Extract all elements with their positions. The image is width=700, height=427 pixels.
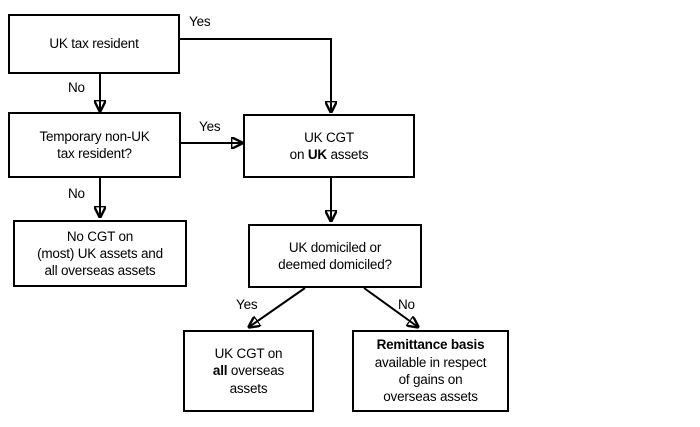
uk-cgt-on-uk-assets-box[interactable]: UK CGT on UK assets	[243, 114, 415, 178]
edge-label-no-lower: No	[68, 186, 85, 201]
edge-label-no-bottom: No	[398, 297, 415, 312]
temporary-non-uk-tax-resident-box[interactable]: Temporary non-UK tax resident?	[8, 112, 181, 178]
no-cgt-line3: all overseas assets	[44, 263, 156, 279]
uk-cgt-uk-assets-line2-bold: UK	[307, 147, 327, 162]
uk-cgt-all-overseas-line2-suffix: overseas	[227, 363, 285, 379]
edge-label-yes-middle: Yes	[199, 119, 221, 134]
uk-tax-resident-label: UK tax resident	[49, 36, 139, 52]
uk-domiciled-or-deemed-domiciled-box[interactable]: UK domiciled or deemed domiciled?	[248, 224, 422, 288]
uk-cgt-all-overseas-line3: assets	[229, 380, 268, 396]
uk-domiciled-line2: deemed domiciled?	[278, 257, 392, 272]
uk-cgt-uk-assets-line1: UK CGT	[304, 129, 354, 145]
edge-no-bottom	[363, 287, 418, 327]
uk-cgt-on-all-overseas-assets-box[interactable]: UK CGT on all overseas assets	[183, 330, 314, 412]
remittance-basis-line3: of gains on	[398, 372, 463, 387]
edge-yes-bottom	[249, 287, 306, 327]
remittance-basis-line2: available in respect	[374, 354, 487, 370]
uk-tax-resident-box[interactable]: UK tax resident	[8, 14, 180, 74]
no-cgt-line1: No CGT on	[66, 228, 134, 244]
uk-cgt-all-overseas-bold: all	[212, 363, 228, 379]
remittance-basis-title: Remittance basis	[376, 337, 485, 353]
no-cgt-line2: (most) UK assets and	[37, 245, 163, 261]
edge-label-no-upper: No	[68, 80, 85, 95]
uk-cgt-uk-assets-line2-suffix: assets	[326, 147, 369, 162]
edge-yes-top	[180, 38, 331, 112]
uk-cgt-uk-assets-line2-prefix: on	[289, 147, 308, 162]
edge-label-yes-top: Yes	[189, 14, 211, 29]
no-cgt-box[interactable]: No CGT on (most) UK assets and all overs…	[13, 220, 187, 287]
uk-cgt-all-overseas-line1: UK CGT on	[214, 346, 283, 362]
temporary-non-uk-line2: tax resident?	[57, 146, 132, 161]
uk-domiciled-line1: UK domiciled or	[288, 239, 382, 255]
edge-label-yes-bottom: Yes	[236, 297, 258, 312]
remittance-basis-box[interactable]: Remittance basis available in respect of…	[352, 330, 509, 412]
remittance-basis-line4: overseas assets	[383, 389, 478, 405]
temporary-non-uk-line1: Temporary non-UK	[39, 128, 150, 144]
